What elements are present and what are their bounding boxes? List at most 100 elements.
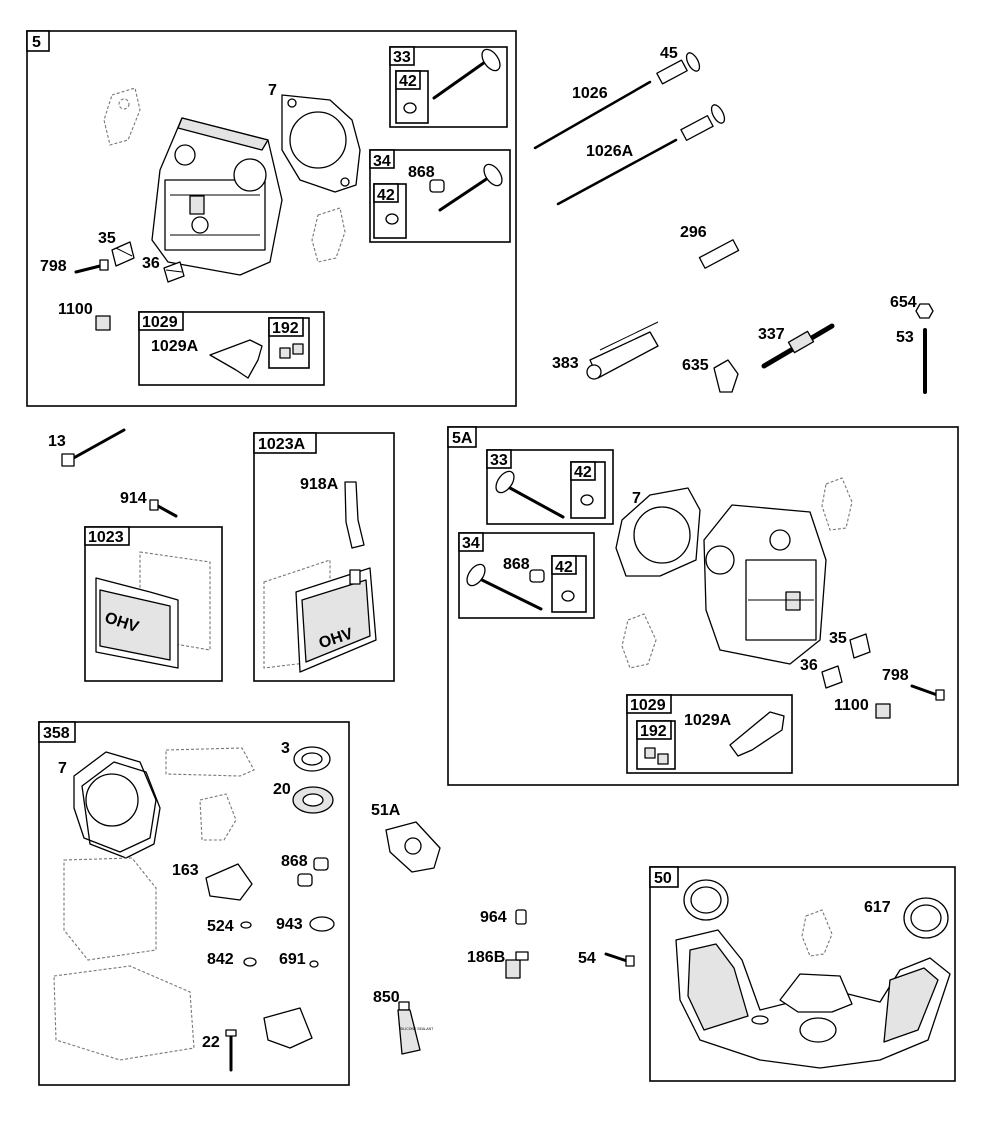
valve-spring-35-mid bbox=[849, 633, 871, 659]
cover-gasket-dashed-1023 bbox=[139, 551, 211, 651]
exhaust-gasket-617 bbox=[903, 897, 949, 939]
callout-1026[interactable]: 1026 bbox=[572, 85, 608, 102]
gasket-dashed-358-4 bbox=[53, 965, 195, 1061]
callout-868-top[interactable]: 868 bbox=[408, 164, 435, 181]
valve-guide-1026a bbox=[680, 104, 726, 141]
callout-163[interactable]: 163 bbox=[172, 862, 199, 879]
kit-34-top-frame bbox=[369, 149, 511, 243]
fitting-186b bbox=[505, 951, 529, 979]
kit-192-mid-label[interactable]: 192 bbox=[640, 723, 667, 740]
callout-635[interactable]: 635 bbox=[682, 357, 709, 374]
kit-5-group: 5 7 33 42 bbox=[26, 30, 517, 407]
o-ring-943 bbox=[309, 916, 335, 932]
o-ring-691 bbox=[309, 960, 319, 968]
callout-53[interactable]: 53 bbox=[896, 329, 914, 346]
callout-914[interactable]: 914 bbox=[120, 490, 147, 507]
callout-13[interactable]: 13 bbox=[48, 433, 66, 450]
gasket-dashed-358-2 bbox=[199, 793, 237, 841]
bolt-54 bbox=[604, 952, 635, 967]
kit-1023-label[interactable]: 1023 bbox=[88, 529, 124, 546]
kit-33-mid-frame bbox=[486, 449, 614, 525]
kit-1023a-label[interactable]: 1023A bbox=[258, 436, 306, 453]
kit-5-label[interactable]: 5 bbox=[32, 34, 41, 51]
callout-918a[interactable]: 918A bbox=[300, 476, 339, 493]
callout-1100-top[interactable]: 1100 bbox=[58, 301, 93, 318]
intake-valve-top bbox=[385, 163, 503, 225]
kit-33-top-label[interactable]: 33 bbox=[393, 49, 411, 66]
bolt-798-mid bbox=[910, 684, 945, 701]
kit-33-mid-label[interactable]: 33 bbox=[490, 452, 508, 469]
callout-943[interactable]: 943 bbox=[276, 916, 303, 933]
callout-3[interactable]: 3 bbox=[281, 740, 290, 757]
callout-798-top[interactable]: 798 bbox=[40, 258, 67, 275]
callout-868-358[interactable]: 868 bbox=[281, 853, 308, 870]
callout-691[interactable]: 691 bbox=[279, 951, 306, 968]
callout-524[interactable]: 524 bbox=[207, 918, 234, 935]
plug-964 bbox=[515, 909, 527, 925]
callout-20[interactable]: 20 bbox=[273, 781, 291, 798]
head-gasket-358 bbox=[73, 751, 161, 859]
kit-42-mid-b-label[interactable]: 42 bbox=[555, 559, 573, 576]
callout-7-top[interactable]: 7 bbox=[268, 82, 277, 99]
spark-plug-337 bbox=[761, 323, 835, 369]
callout-654[interactable]: 654 bbox=[890, 294, 917, 311]
callout-1026a[interactable]: 1026A bbox=[586, 143, 634, 160]
callout-186b[interactable]: 186B bbox=[467, 949, 505, 966]
valve-cover-1023a: OHV bbox=[295, 567, 377, 673]
kit-34-top-label[interactable]: 34 bbox=[373, 153, 391, 170]
callout-35-top[interactable]: 35 bbox=[98, 230, 116, 247]
callout-54[interactable]: 54 bbox=[578, 950, 596, 967]
sealant-tube-850: SILICONE SEALANT bbox=[397, 1001, 434, 1055]
callout-45[interactable]: 45 bbox=[660, 45, 678, 62]
gasket-358-small bbox=[263, 1007, 313, 1049]
kit-1029-top-label[interactable]: 1029 bbox=[142, 314, 178, 331]
dowel-296 bbox=[698, 239, 740, 269]
seal-524 bbox=[240, 921, 252, 929]
callout-51a[interactable]: 51A bbox=[371, 802, 401, 819]
kit-1023a-frame bbox=[253, 432, 395, 682]
callout-7-mid[interactable]: 7 bbox=[632, 490, 641, 507]
kit-1023-frame bbox=[84, 526, 223, 682]
callout-36-mid[interactable]: 36 bbox=[800, 657, 818, 674]
gasket-dashed-mid-1 bbox=[621, 613, 657, 669]
callout-36-top[interactable]: 36 bbox=[142, 255, 160, 272]
kit-50-label[interactable]: 50 bbox=[654, 870, 672, 887]
callout-868-mid[interactable]: 868 bbox=[503, 556, 530, 573]
kit-42-top-a-label[interactable]: 42 bbox=[399, 73, 417, 90]
exhaust-valve-top bbox=[403, 48, 501, 114]
kit-5a-label[interactable]: 5A bbox=[452, 430, 473, 447]
callout-1029a-mid[interactable]: 1029A bbox=[684, 712, 732, 729]
screw-22 bbox=[225, 1029, 237, 1072]
kit-42-mid-a-label[interactable]: 42 bbox=[574, 464, 592, 481]
loose-parts-bottom-middle: 51A 964 186B 54 850 SILICONE SEALANT bbox=[371, 802, 635, 1055]
callout-7-358[interactable]: 7 bbox=[58, 760, 67, 777]
callout-850[interactable]: 850 bbox=[373, 989, 400, 1006]
kit-358-group: 358 7 3 20 163 868 524 943 842 69 bbox=[38, 721, 350, 1086]
hose-918a bbox=[344, 481, 365, 549]
nut-654 bbox=[915, 303, 934, 319]
callout-383[interactable]: 383 bbox=[552, 355, 579, 372]
head-gasket-mid bbox=[615, 487, 701, 577]
callout-35-mid[interactable]: 35 bbox=[829, 630, 847, 647]
callout-296[interactable]: 296 bbox=[680, 224, 707, 241]
callout-798-mid[interactable]: 798 bbox=[882, 667, 909, 684]
callout-1029a-top[interactable]: 1029A bbox=[151, 338, 199, 355]
valve-seal-868-b bbox=[297, 873, 313, 887]
screw-914 bbox=[149, 499, 178, 518]
rocker-nut-1100-mid bbox=[875, 703, 891, 719]
callout-842[interactable]: 842 bbox=[207, 951, 234, 968]
muffler-manifold-50 bbox=[675, 929, 951, 1069]
callout-337[interactable]: 337 bbox=[758, 326, 785, 343]
callout-964[interactable]: 964 bbox=[480, 909, 507, 926]
kit-192-top-label[interactable]: 192 bbox=[272, 320, 299, 337]
callout-22[interactable]: 22 bbox=[202, 1034, 220, 1051]
callout-617[interactable]: 617 bbox=[864, 899, 891, 916]
kit-34-mid-label[interactable]: 34 bbox=[462, 535, 480, 552]
callout-1100-mid[interactable]: 1100 bbox=[834, 697, 869, 714]
kit-358-label[interactable]: 358 bbox=[43, 725, 70, 742]
intake-valve-mid bbox=[466, 563, 575, 611]
valve-guide-45 bbox=[656, 52, 701, 85]
kit-42-top-b-label[interactable]: 42 bbox=[377, 187, 395, 204]
kit-1029-mid-label[interactable]: 1029 bbox=[630, 697, 666, 714]
